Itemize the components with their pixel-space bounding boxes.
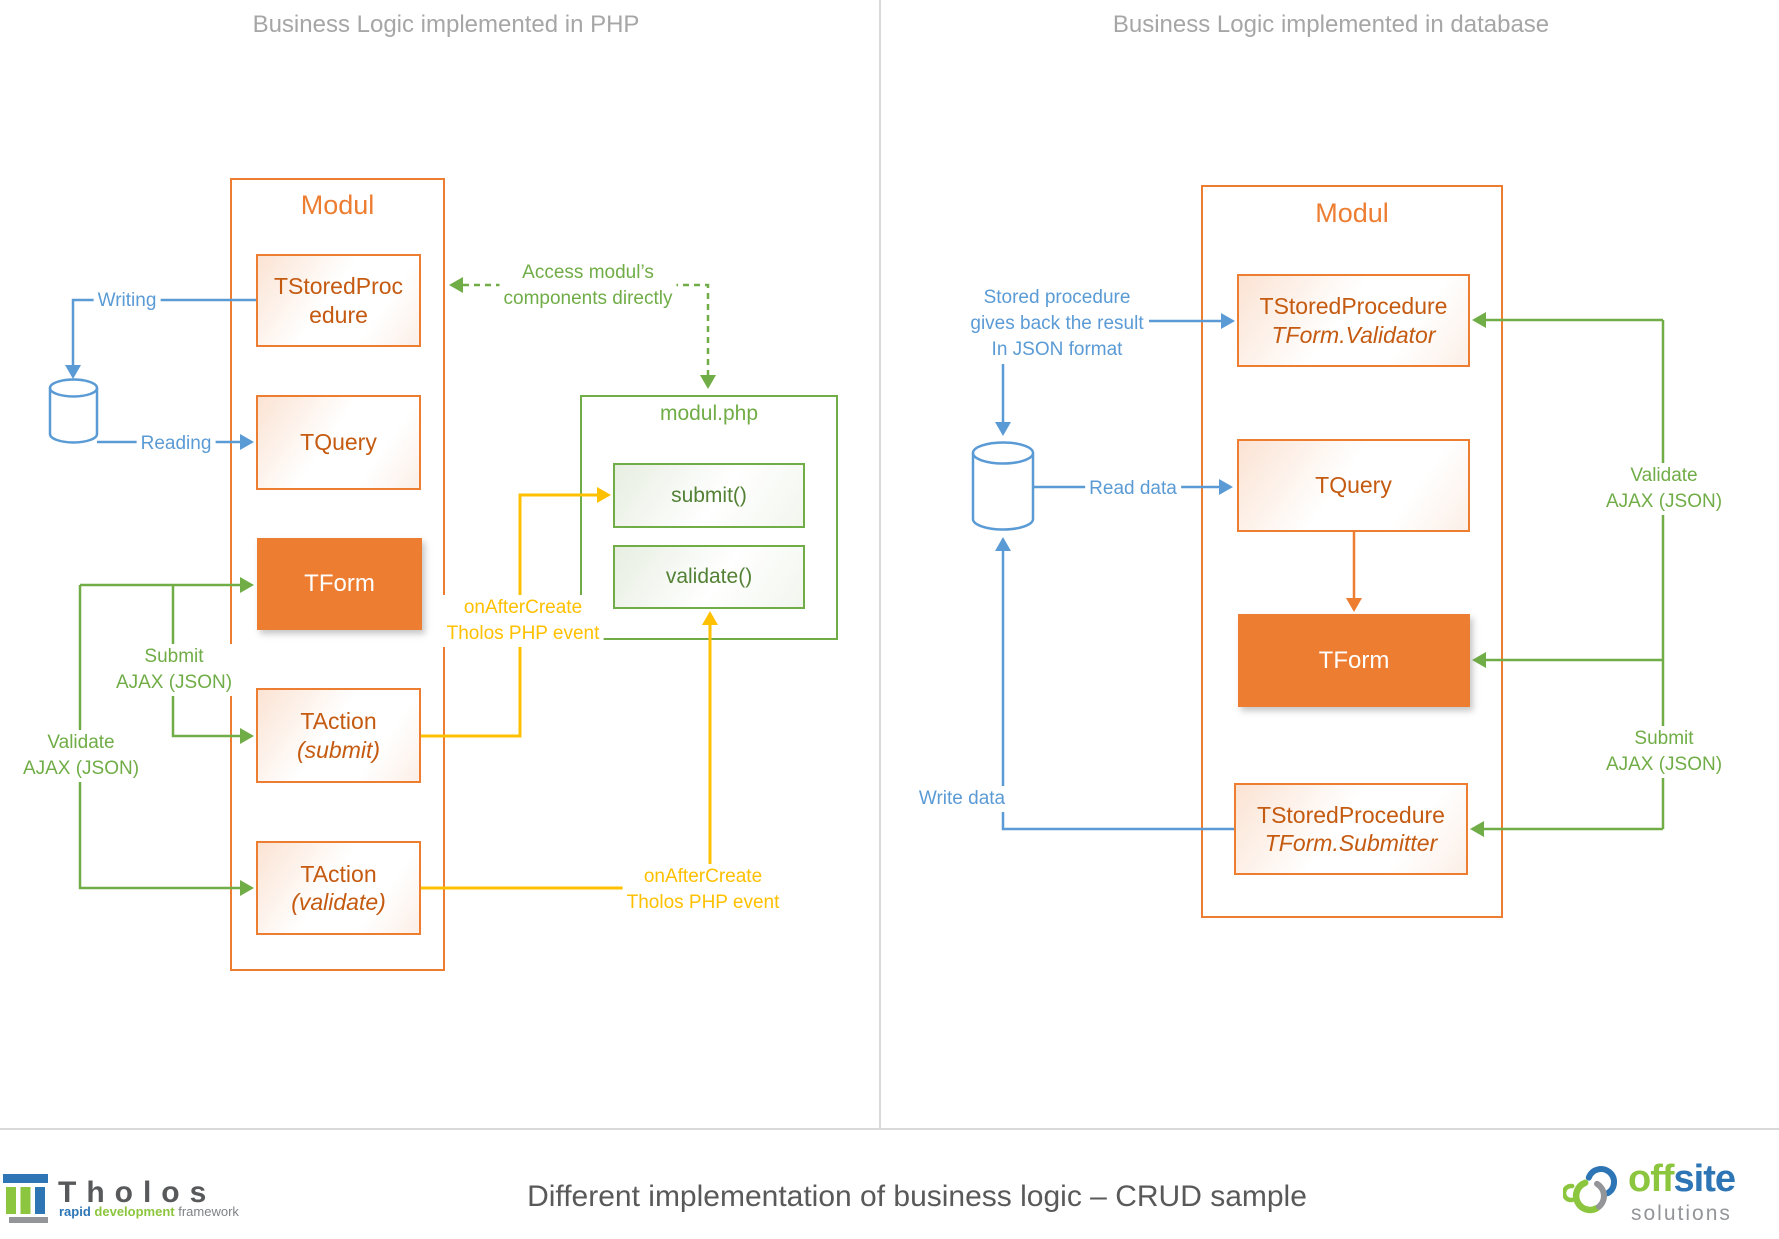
tagline-development: development	[94, 1204, 175, 1219]
offsite-logo-icon	[1563, 1166, 1617, 1214]
access-modul-label: Access modul’s components directly	[499, 260, 677, 313]
box-label: (submit)	[296, 736, 381, 763]
database-cylinder-right	[971, 441, 1035, 531]
box-label: submit()	[671, 483, 747, 507]
tholos-logo-icon	[3, 1174, 48, 1223]
box-label: TForm	[1318, 646, 1390, 674]
label-line: onAfterCreate	[463, 597, 583, 618]
box-label: TQuery	[300, 429, 377, 456]
label-line: Stored procedure	[983, 287, 1131, 308]
left-tquery-box: TQuery	[256, 395, 421, 490]
label-line: Validate	[47, 732, 115, 753]
offsite-word-off: off	[1628, 1158, 1675, 1200]
submit-ajax-label: Submit AJAX (JSON)	[111, 644, 237, 697]
reading-label: Reading	[136, 431, 216, 458]
box-label: TStoredProcedure	[1259, 293, 1448, 320]
box-label: TForm.Submitter	[1264, 830, 1438, 856]
writing-label: Writing	[93, 288, 161, 315]
box-label: edure	[309, 301, 368, 328]
validate-function-box: validate()	[613, 545, 805, 609]
onaftercreate-validate-arrow	[421, 611, 718, 890]
footer-caption: Different implementation of business log…	[527, 1180, 1307, 1213]
modulphp-title: modul.php	[659, 402, 759, 425]
left-panel-title: Business Logic implemented in PHP	[252, 11, 640, 38]
json-to-db-arrow	[995, 357, 1011, 436]
tagline-rapid: rapid	[59, 1204, 91, 1219]
label-line: AJAX (JSON)	[1605, 754, 1723, 776]
label-line: AJAX (JSON)	[1605, 491, 1723, 513]
box-label: (validate)	[291, 889, 386, 915]
box-label: TStoredProcedure	[1257, 801, 1445, 828]
footer-divider	[0, 1128, 1779, 1130]
label-line: components directly	[503, 288, 673, 310]
tholos-wordmark: Tholos	[58, 1176, 217, 1209]
database-cylinder-left	[48, 378, 99, 444]
left-taction-validate-box: TAction (validate)	[256, 841, 421, 935]
validate-ajax-label: Validate AJAX (JSON)	[18, 730, 144, 783]
right-tform-box: TForm	[1238, 614, 1470, 707]
submit-function-box: submit()	[613, 463, 805, 528]
box-label: TQuery	[1315, 472, 1392, 499]
read-data-label: Read data	[1085, 476, 1181, 503]
label-line: In JSON format	[991, 339, 1123, 361]
label-line: Access modul’s	[522, 262, 654, 283]
right-panel-title: Business Logic implemented in database	[1112, 11, 1550, 38]
onaftercreate-submit-label: onAfterCreate Tholos PHP event	[442, 595, 604, 648]
offsite-solutions-text: solutions	[1631, 1202, 1732, 1225]
right-tquery-box: TQuery	[1237, 439, 1470, 532]
right-validator-box: TStoredProcedure TForm.Validator	[1237, 274, 1470, 367]
vertical-divider	[879, 0, 881, 1128]
box-label: TForm	[304, 570, 375, 598]
label-line: AJAX (JSON)	[22, 758, 140, 780]
tform-ajax-arrow	[80, 577, 254, 593]
right-modul-title: Modul	[1315, 198, 1389, 228]
label-line: Validate	[1630, 465, 1698, 486]
left-modul-title: Modul	[300, 190, 375, 220]
label-line: AJAX (JSON)	[115, 672, 233, 694]
validate-ajax-right-label: Validate AJAX (JSON)	[1601, 463, 1727, 516]
box-label: TAction	[300, 860, 377, 887]
label-line: Tholos PHP event	[626, 892, 780, 914]
right-submitter-box: TStoredProcedure TForm.Submitter	[1234, 783, 1468, 875]
label-line: onAfterCreate	[643, 866, 763, 887]
label-line: Submit	[144, 646, 204, 667]
submit-ajax-right-label: Submit AJAX (JSON)	[1601, 726, 1727, 779]
offsite-wordmark: offsite	[1628, 1158, 1736, 1201]
box-label: validate()	[665, 565, 753, 589]
left-taction-submit-box: TAction (submit)	[256, 688, 421, 783]
tagline-framework: framework	[178, 1204, 239, 1219]
left-tform-box: TForm	[257, 538, 422, 630]
offsite-word-site: site	[1673, 1158, 1736, 1200]
tholos-tagline: rapid development framework	[59, 1204, 239, 1219]
label-line: Submit	[1634, 728, 1694, 749]
box-label: TStoredProc	[273, 273, 404, 300]
box-label: TAction	[300, 708, 377, 735]
label-line: Tholos PHP event	[446, 623, 600, 645]
box-label: TForm.Validator	[1271, 321, 1436, 348]
onaftercreate-validate-label: onAfterCreate Tholos PHP event	[622, 864, 784, 917]
stored-procedure-label: Stored procedure gives back the result I…	[966, 285, 1148, 364]
left-tstoredprocedure-box: TStoredProc edure	[256, 254, 421, 347]
label-line: gives back the result	[970, 313, 1144, 335]
write-data-label: Write data	[914, 786, 1010, 813]
